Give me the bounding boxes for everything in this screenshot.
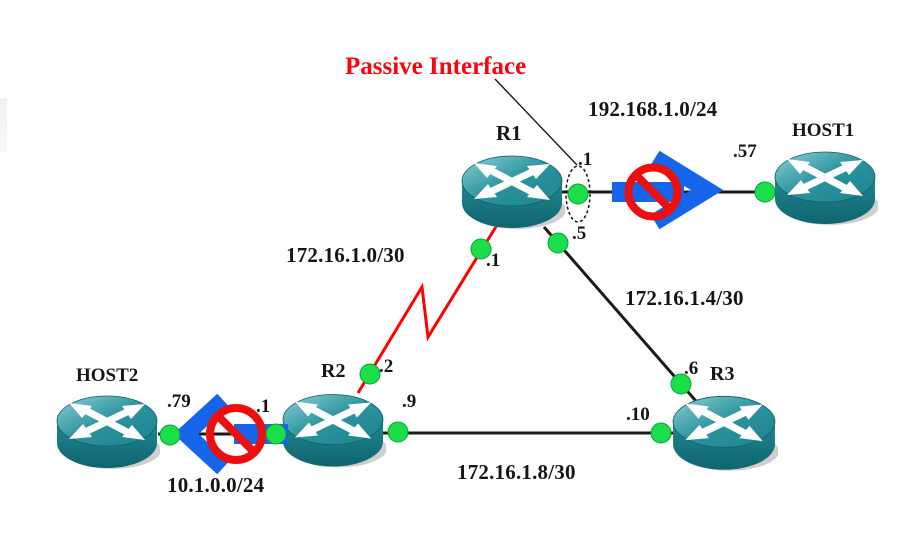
router-host2-icon[interactable] [57,396,161,469]
interface-label-r1-lan: .1 [578,149,593,170]
device-label-r2: R2 [321,360,346,382]
interface-label-host2-lan: .79 [167,391,191,412]
interface-dot-r2-lan [265,423,287,445]
interface-dot-r1-lan [567,183,589,205]
router-r2-icon[interactable] [283,395,387,468]
router-r3-icon[interactable] [673,396,779,470]
device-label-r3: R3 [710,363,735,385]
router-host1-icon[interactable] [775,152,879,225]
interface-label-host1-lan: .57 [733,141,757,162]
interface-dot-r3-to-r1 [670,373,692,395]
edge-artifact [0,98,7,152]
no-entry-icon-right [624,163,682,221]
device-label-r1: R1 [496,121,522,145]
passive-interface-annotation: Passive Interface [345,53,527,80]
no-entry-icon-left [206,404,266,464]
interface-dot-r2-to-r3 [387,421,409,443]
interface-label-r2-to-r3: .9 [402,391,417,412]
interface-dot-r2-serial [359,363,381,385]
network-label-r1-r3: 172.16.1.4/30 [625,286,744,310]
network-label-r2-r3: 172.16.1.8/30 [457,460,576,484]
device-label-host2: HOST2 [76,365,139,386]
interface-dot-r1-serial [470,238,492,260]
interface-label-r2-serial: .2 [379,356,394,377]
interface-label-r3-to-r2: .10 [626,404,650,425]
network-label-r2-host2: 10.1.0.0/24 [167,473,265,497]
router-r1-icon[interactable] [462,156,566,229]
network-label-r1-host1: 192.168.1.0/24 [588,97,718,121]
interface-dot-r3-to-r2 [650,422,672,444]
interface-label-r1-serial: .1 [486,250,501,271]
serial-link-r1-r2[interactable] [356,224,499,394]
interface-label-r2-lan: .1 [256,396,271,417]
interface-dot-host1-lan [754,181,776,203]
network-label-r1-r2: 172.16.1.0/30 [286,243,405,267]
interface-dot-r1-to-r3 [547,232,569,254]
interface-label-r1-to-r3: .5 [572,223,587,244]
interface-label-r3-to-r1: .6 [684,358,699,379]
annotation-callout-line [494,78,578,166]
device-label-host1: HOST1 [792,120,855,141]
interface-dot-host2-lan [159,424,181,446]
passive-interface-ellipse [565,165,591,223]
